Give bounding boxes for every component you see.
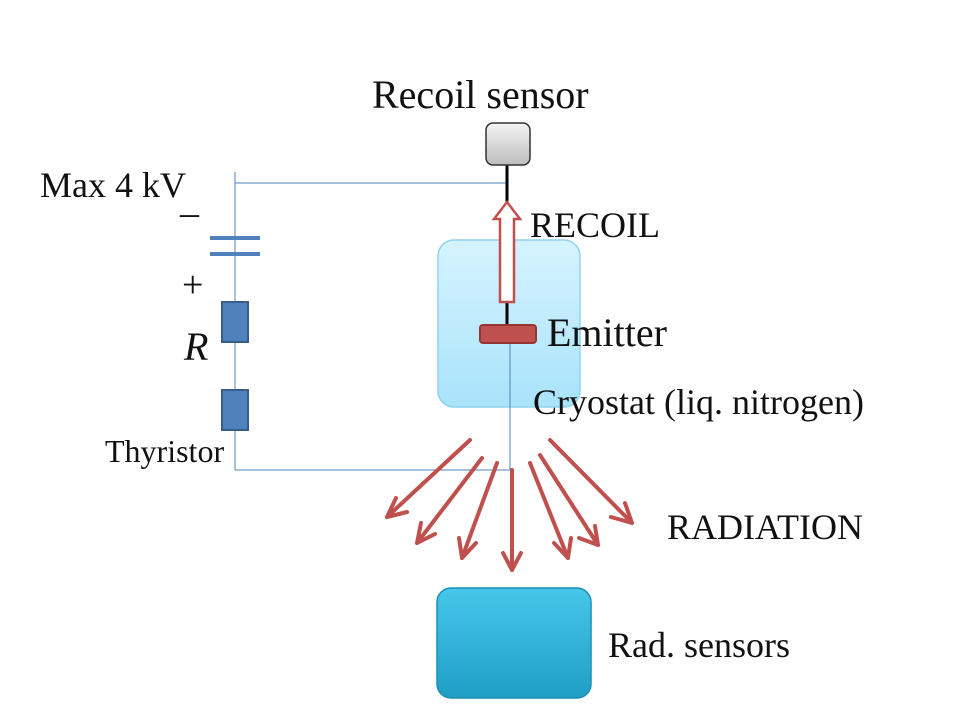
plus-label: +: [182, 264, 203, 306]
rad-sensors-box: [436, 587, 592, 699]
radiation-arrow-6: [538, 453, 600, 547]
radiation-label: RADIATION: [667, 507, 863, 547]
max-voltage-label: Max 4 kV: [40, 165, 186, 205]
resistor: [221, 301, 249, 343]
radiation-arrow-3: [457, 461, 499, 560]
emitter-label: Emitter: [547, 310, 667, 355]
radiation-arrows: [385, 438, 634, 572]
recoil-label: RECOIL: [530, 205, 660, 245]
radiation-arrow-5: [528, 461, 573, 560]
capacitor-plate-top: [210, 236, 260, 240]
thyristor-label: Thyristor: [105, 433, 224, 469]
recoil-arrow: [491, 199, 523, 304]
capacitor-plate-bottom: [210, 252, 260, 256]
radiation-arrow-4: [501, 468, 523, 572]
minus-label: –: [179, 192, 200, 234]
thyristor: [221, 389, 249, 431]
radiation-arrow-2: [415, 456, 484, 545]
radiation-arrow-7: [548, 438, 634, 525]
resistor-label: R: [183, 324, 208, 369]
rad-sensors-label: Rad. sensors: [608, 625, 790, 665]
cryostat-label: Cryostat (liq. nitrogen): [533, 382, 864, 422]
recoil-sensor-box: [485, 122, 531, 166]
recoil-sensor-label: Recoil sensor: [372, 72, 589, 117]
radiation-arrow-1: [385, 438, 472, 519]
emitter: [479, 324, 537, 344]
